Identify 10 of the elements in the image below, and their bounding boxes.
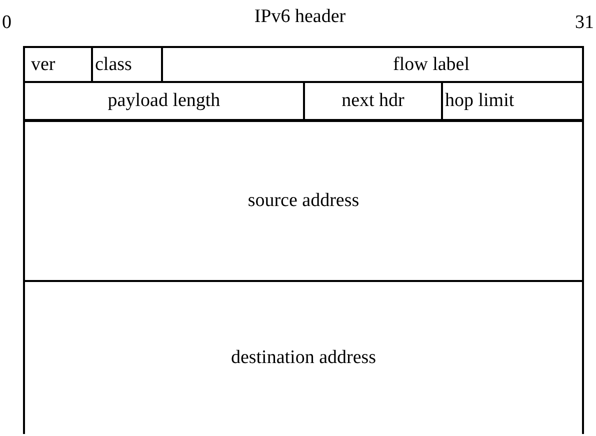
header-field: destination address (23, 280, 584, 434)
diagram-title: IPv6 header (253, 5, 347, 29)
bit-index: 0 (2, 11, 12, 35)
header-field: flow label (161, 46, 584, 83)
header-field: hop limit (441, 81, 584, 123)
bit-index: 31 (575, 11, 594, 35)
header-field: source address (23, 120, 584, 283)
header-field: ver (23, 46, 93, 83)
header-field: payload length (23, 81, 306, 123)
header-field: next hdr (303, 81, 444, 123)
